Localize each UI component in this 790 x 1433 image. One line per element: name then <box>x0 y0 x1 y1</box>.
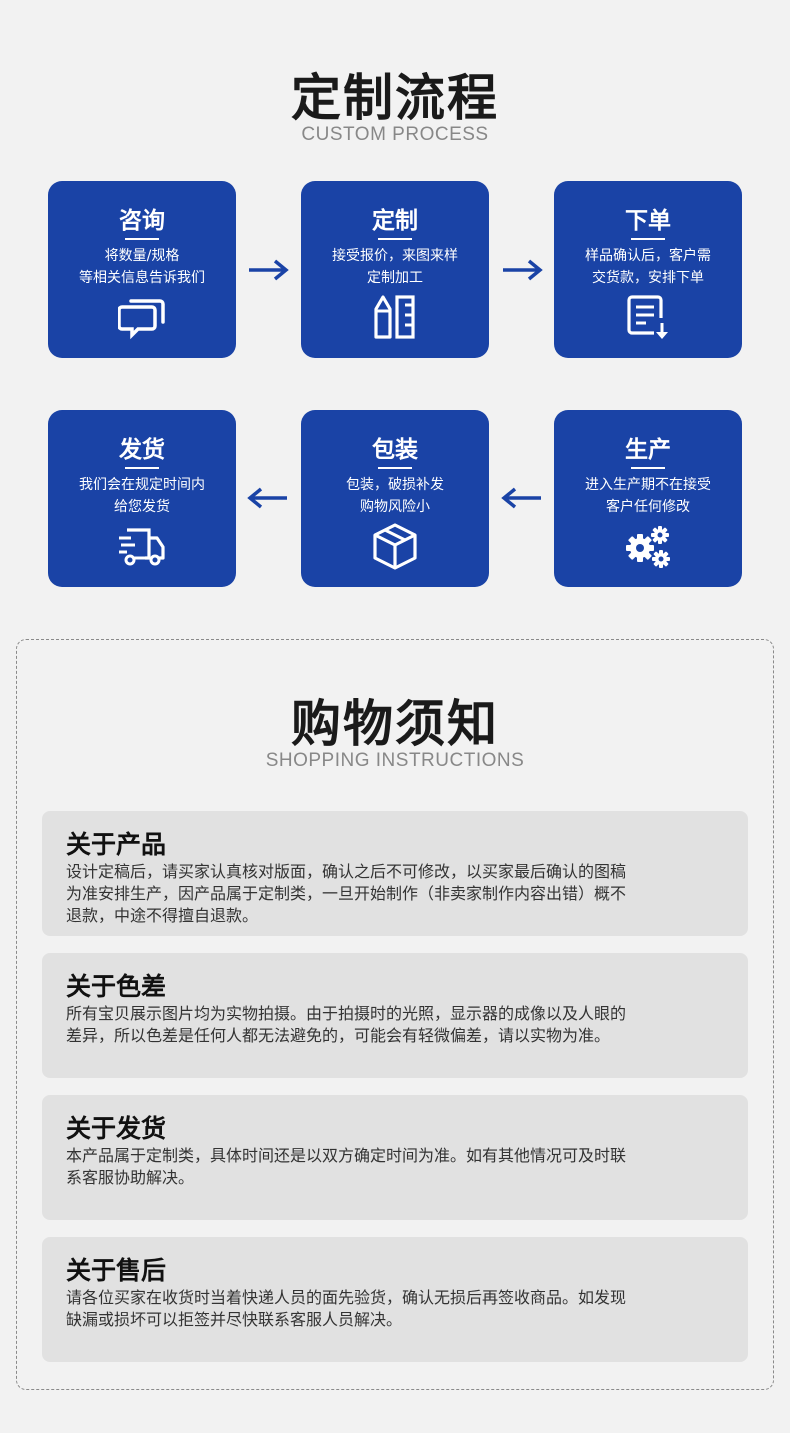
step-desc: 我们会在规定时间内 给您发货 <box>79 477 205 515</box>
notice-text: 本产品属于定制类，具体时间还是以双方确定时间为准。如有其他情况可及时联 系客服协… <box>66 1146 627 1187</box>
step-card-customize: 定制 接受报价，来图来样 定制加工 <box>301 181 489 358</box>
notice-title: 关于发货 <box>66 1114 167 1143</box>
step-card-consult: 咨询 将数量/规格 等相关信息告诉我们 <box>48 181 236 358</box>
notice-text: 请各位买家在收货时当着快递人员的面先验货，确认无损后再签收商品。如发现 缺漏或损… <box>66 1288 627 1329</box>
step-card-package: 包装 包装，破损补发 购物风险小 <box>301 410 489 587</box>
step-title: 咨询 <box>119 208 165 234</box>
notice-text: 所有宝贝展示图片均为实物拍摄。由于拍摄时的光照，显示器的成像以及人眼的 差异，所… <box>66 1004 627 1045</box>
chat-icon <box>118 299 165 340</box>
notice-shipping: 关于发货 本产品属于定制类，具体时间还是以双方确定时间为准。如有其他情况可及时联… <box>42 1095 748 1220</box>
notice-title: 关于产品 <box>66 830 167 859</box>
step-desc: 样品确认后，客户需 交货款，安排下单 <box>585 248 711 286</box>
shopping-subtitle: SHOPPING INSTRUCTIONS <box>265 750 525 771</box>
step-card-produce: 生产 进入生产期不在接受 客户任何修改 <box>554 410 742 587</box>
step-divider <box>378 238 412 240</box>
shopping-instructions-frame <box>16 639 774 1390</box>
step-title: 下单 <box>625 208 671 234</box>
arrow-left-icon <box>247 487 287 509</box>
notice-title: 关于色差 <box>66 972 167 1001</box>
step-divider <box>378 467 412 469</box>
gears-icon <box>626 526 670 568</box>
shopping-title: 购物须知 <box>291 695 499 753</box>
step-title: 定制 <box>372 208 418 234</box>
arrow-right-icon <box>503 259 543 281</box>
step-title: 生产 <box>625 437 671 463</box>
order-form-icon <box>627 295 668 339</box>
step-card-ship: 发货 我们会在规定时间内 给您发货 <box>48 410 236 587</box>
process-subtitle: CUSTOM PROCESS <box>301 124 489 145</box>
step-desc: 将数量/规格 等相关信息告诉我们 <box>79 248 205 286</box>
arrow-right-icon <box>249 259 289 281</box>
delivery-truck-icon <box>119 528 165 566</box>
notice-color-difference: 关于色差 所有宝贝展示图片均为实物拍摄。由于拍摄时的光照，显示器的成像以及人眼的… <box>42 953 748 1078</box>
notice-text: 设计定稿后，请买家认真核对版面，确认之后不可修改，以买家最后确认的图稿 为准安排… <box>66 862 627 925</box>
step-title: 包装 <box>372 437 418 463</box>
notice-title: 关于售后 <box>66 1256 167 1285</box>
step-desc: 包装，破损补发 购物风险小 <box>346 477 444 515</box>
step-divider <box>631 467 665 469</box>
step-desc: 接受报价，来图来样 定制加工 <box>332 248 458 286</box>
step-card-order: 下单 样品确认后，客户需 交货款，安排下单 <box>554 181 742 358</box>
step-divider <box>125 467 159 469</box>
step-divider <box>631 238 665 240</box>
package-box-icon <box>373 523 417 570</box>
notice-after-sales: 关于售后 请各位买家在收货时当着快递人员的面先验货，确认无损后再签收商品。如发现… <box>42 1237 748 1362</box>
step-title: 发货 <box>119 437 165 463</box>
notice-product: 关于产品 设计定稿后，请买家认真核对版面，确认之后不可修改，以买家最后确认的图稿… <box>42 811 748 936</box>
step-desc: 进入生产期不在接受 客户任何修改 <box>585 477 711 515</box>
process-title: 定制流程 <box>291 69 499 127</box>
arrow-left-icon <box>501 487 541 509</box>
step-divider <box>125 238 159 240</box>
design-tools-icon <box>374 295 415 339</box>
